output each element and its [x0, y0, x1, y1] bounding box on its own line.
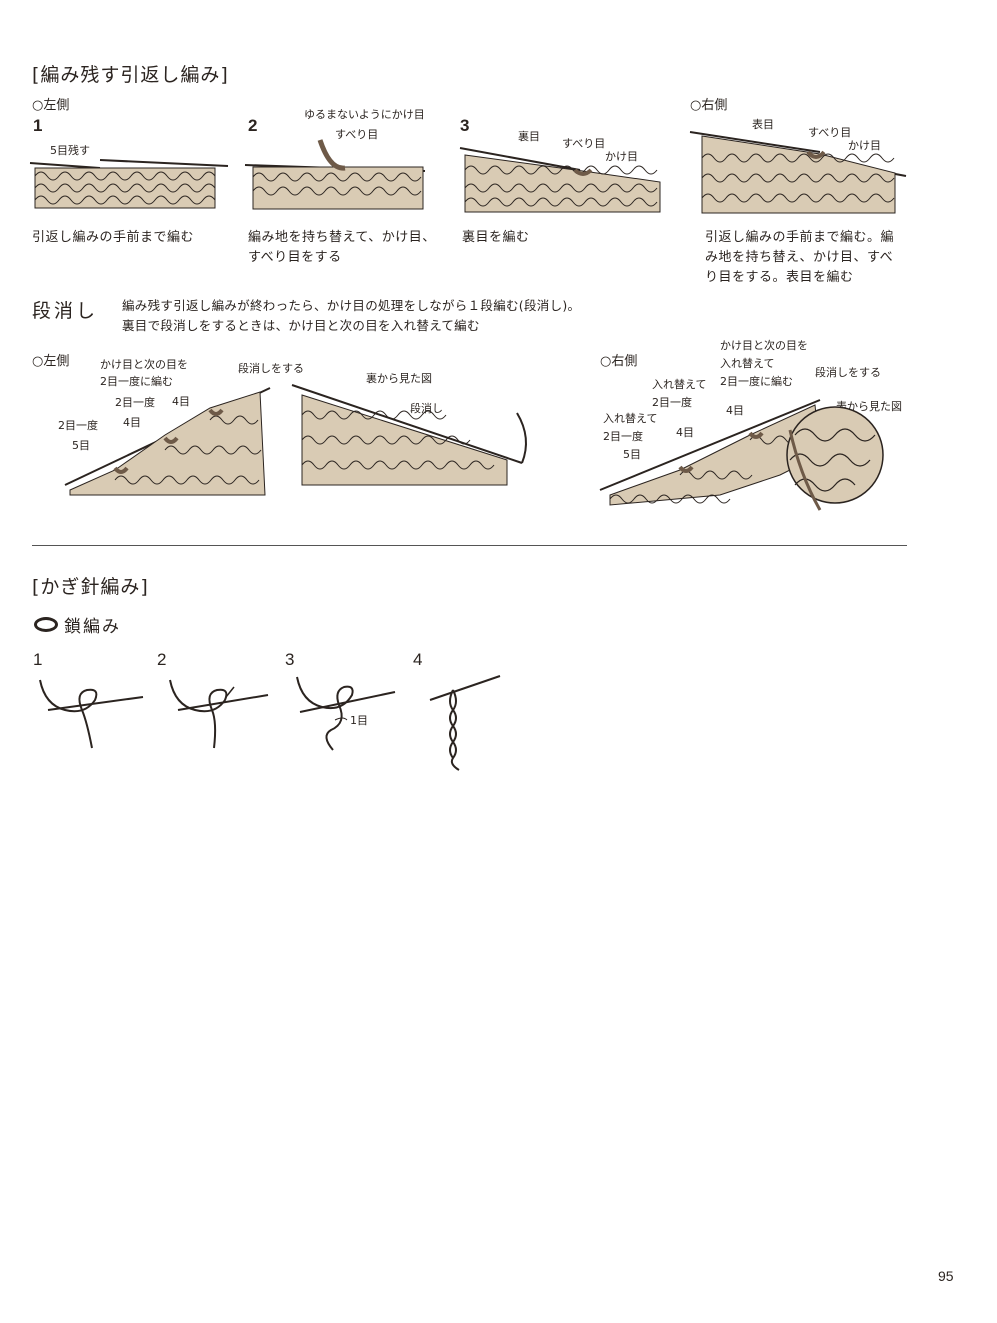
crochet-step-1-number: 1	[33, 650, 42, 670]
knit-illustration-dankeshi-right	[600, 395, 900, 515]
right-caption-line-2: み地を持ち替え、かけ目、すべ	[705, 248, 893, 268]
page-number: 95	[938, 1268, 954, 1284]
crochet-step-2-number: 2	[157, 650, 166, 670]
step-1-caption: 引返し編みの手前まで編む	[32, 228, 194, 248]
dankeshi-heading: 段消し	[32, 296, 98, 323]
label-right-irekaete-a: 入れ替えて	[720, 355, 774, 371]
crochet-illustration-step-4	[425, 670, 505, 770]
dankeshi-desc-line-1: 編み残す引返し編みが終わったら、かけ目の処理をしながら１段編む(段消し)。	[122, 296, 580, 316]
knit-illustration-dankeshi-left	[55, 380, 280, 500]
step-3-number: 3	[460, 116, 469, 136]
label-right-irekaete-b: 入れ替えて	[652, 376, 706, 392]
crochet-illustration-step-2	[168, 675, 278, 745]
step-2-caption-line-1: 編み地を持ち替えて、かけ目、	[248, 228, 436, 248]
step-1-number: 1	[33, 116, 42, 136]
label-ura-kara-mita-zu: 裏から見た図	[366, 370, 432, 386]
dankeshi-right-side-label: ○右側	[600, 350, 637, 369]
label-left-kakeme-tsugi: かけ目と次の目を	[100, 356, 188, 372]
right-side-label: ○右側	[690, 94, 727, 113]
dankeshi-desc-line-2: 裏目で段消しをするときは、かけ目と次の目を入れ替えて編む	[122, 316, 480, 336]
chain-stitch-title: 鎖編み	[64, 612, 121, 637]
crochet-illustration-step-1	[38, 675, 148, 745]
step-3-caption: 裏目を編む	[462, 228, 530, 248]
crochet-step-3-number: 3	[285, 650, 294, 670]
label-1me: 1目	[350, 712, 368, 728]
right-caption-line-1: 引返し編みの手前まで編む。編	[705, 228, 894, 248]
label-left-dankeshi-suru: 段消しをする	[238, 360, 304, 376]
crochet-step-4-number: 4	[413, 650, 422, 670]
section-title-kagibari: [かぎ針編み]	[32, 572, 149, 599]
label-right-dankeshi-suru: 段消しをする	[815, 364, 881, 380]
knit-illustration-dankeshi-back	[292, 385, 527, 490]
step-2-caption-line-2: すべり目をする	[248, 248, 342, 268]
knit-illustration-right	[690, 128, 908, 218]
right-caption-line-3: り目をする。表目を編む	[705, 268, 854, 288]
dankeshi-left-side-label: ○左側	[32, 350, 69, 369]
label-right-2me-ichido-ni: 2目一度に編む	[720, 373, 793, 389]
step-2-number: 2	[248, 116, 257, 136]
section-title-hikikaeshi: [編み残す引返し編み]	[32, 60, 229, 87]
knit-illustration-step-3	[460, 140, 665, 218]
knit-illustration-step-1	[30, 150, 230, 215]
label-yurumanai: ゆるまないようにかけ目	[304, 106, 425, 122]
chain-stitch-symbol-icon	[34, 617, 58, 632]
section-divider	[32, 545, 907, 546]
left-side-label: ○左側	[32, 94, 69, 113]
label-right-kakeme-tsugi: かけ目と次の目を	[720, 337, 808, 353]
knit-illustration-step-2	[245, 135, 445, 215]
